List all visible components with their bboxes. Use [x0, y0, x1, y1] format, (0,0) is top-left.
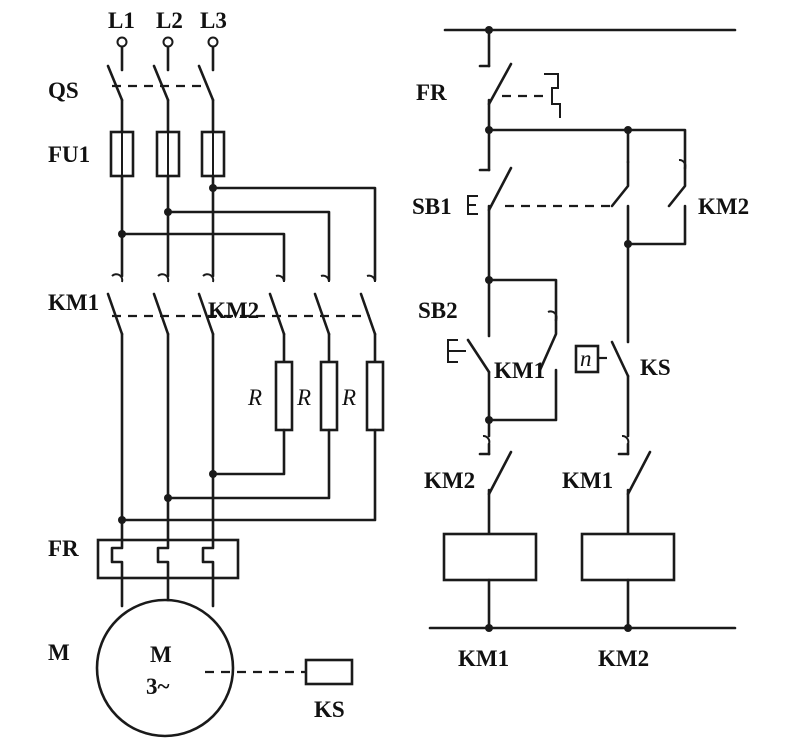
- label-qs: QS: [48, 78, 79, 103]
- km1-hold-contact: [485, 318, 558, 424]
- ks-speed-relay: [304, 658, 354, 686]
- label-coil-km2: KM2: [598, 646, 649, 671]
- label-km1-hold: KM1: [494, 358, 545, 383]
- km1-interlock-contact: [617, 435, 652, 536]
- motor-circle: [95, 598, 235, 738]
- label-fr-ctrl: FR: [416, 80, 447, 105]
- label-m: M: [48, 640, 70, 665]
- km2-coil: [580, 532, 676, 582]
- qs-switch: [106, 64, 215, 134]
- km2-interlock-contact: [478, 418, 513, 536]
- terminal-l1: [116, 36, 128, 48]
- label-motor-phase: 3~: [146, 674, 170, 699]
- label-ks-motor: KS: [314, 697, 345, 722]
- km2-main-contacts: [268, 274, 377, 364]
- km1-coil: [442, 532, 538, 582]
- label-l2: L2: [156, 8, 183, 33]
- label-km2-main: KM2: [208, 298, 259, 323]
- label-motor-m: M: [150, 642, 172, 667]
- label-r1: R: [247, 385, 262, 410]
- label-km1-interlock: KM1: [562, 468, 613, 493]
- km1-main-contacts: [106, 273, 215, 522]
- control-circuit: FR SB1 KM2 SB2 KM1 n KS KM2 KM1 KM1 KM2: [412, 26, 749, 671]
- label-l3: L3: [200, 8, 227, 33]
- label-sb1: SB1: [412, 194, 452, 219]
- sb1-no-and-km2-hold: [505, 160, 687, 248]
- fr-thermal-relay: [96, 518, 240, 608]
- label-sb2: SB2: [418, 298, 458, 323]
- sb2-start-button: [447, 278, 491, 422]
- label-fr-main: FR: [48, 536, 79, 561]
- sb1-stop-button: [467, 128, 513, 282]
- label-km2-interlock: KM2: [424, 468, 475, 493]
- terminal-l3: [207, 36, 219, 48]
- label-n: n: [580, 346, 592, 371]
- label-r2: R: [296, 385, 311, 410]
- km2-branch-taps: [118, 184, 377, 282]
- braking-resistors: [274, 360, 385, 432]
- motor: [95, 598, 354, 738]
- fr-control-contact: [478, 28, 561, 132]
- label-fu1: FU1: [48, 142, 90, 167]
- terminal-l2: [162, 36, 174, 48]
- label-r3: R: [341, 385, 356, 410]
- label-km2-hold: KM2: [698, 194, 749, 219]
- fu1-fuses: [109, 130, 226, 178]
- ks-control-contact: [574, 242, 630, 438]
- main-circuit: L1 L2 L3 QS FU1 KM1 KM2 R R R FR M M 3~ …: [48, 8, 385, 738]
- label-coil-km1: KM1: [458, 646, 509, 671]
- supply-terminals: [116, 36, 219, 72]
- label-ks-ctrl: KS: [640, 355, 671, 380]
- resistor-return-paths: [118, 428, 377, 524]
- label-l1: L1: [108, 8, 135, 33]
- label-km1-main: KM1: [48, 290, 99, 315]
